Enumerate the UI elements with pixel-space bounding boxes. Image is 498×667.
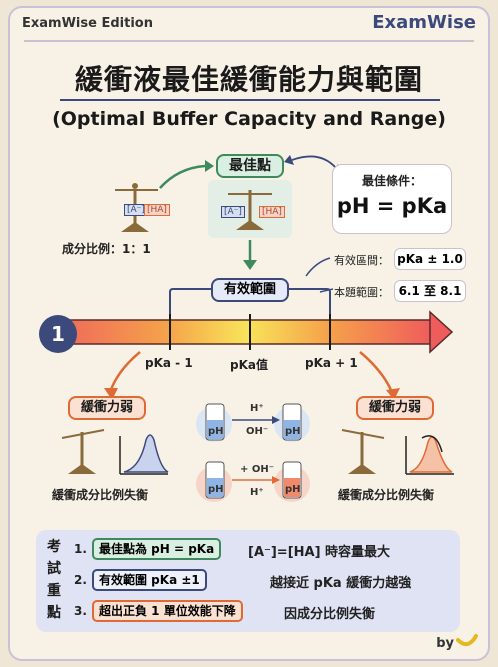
scale-label-acid: [HA] (144, 204, 170, 216)
weak-left-label: 緩衝力弱 (68, 396, 146, 420)
key-point-1-desc: [A⁻]=[HA] 時容量最大 (248, 545, 391, 560)
key-point-2-desc: 越接近 pKa 緩衝力越強 (270, 576, 412, 591)
beaker-ph-bottom-left: pH (208, 484, 224, 495)
scale-marker: 1 (39, 315, 77, 353)
key-point-3-number: 3. (74, 604, 87, 618)
page-title: 緩衝液最佳緩衝能力與範圍 (74, 63, 423, 96)
beaker-icon-top-right (282, 403, 302, 441)
this-range-value: 6.1 至 8.1 (394, 280, 466, 302)
this-range-label: 本題範圍： (334, 286, 389, 299)
beaker-ph-top-left: pH (208, 426, 224, 437)
page-subtitle: (Optimal Buffer Capacity and Range) (52, 108, 446, 130)
effective-interval-value: pKa ± 1.0 (394, 248, 466, 270)
scale-label-acid-base: [A⁻] (124, 204, 148, 216)
key-point-1-tag: 最佳點為 pH = pKa (92, 538, 222, 560)
header-divider (24, 40, 474, 42)
left-capacity-curve (123, 434, 169, 473)
ph-scale-bar (61, 319, 433, 345)
condition-box (332, 164, 452, 234)
edition-label: ExamWise Edition (22, 16, 153, 31)
banana-logo-icon (456, 634, 478, 647)
best-point-label: 最佳點 (216, 154, 284, 178)
key-point-1-number: 1. (74, 542, 87, 556)
tick-label-center: pKa值 (230, 358, 268, 372)
condition-label: 最佳條件： (361, 174, 422, 188)
top-add-label: H⁺ (250, 403, 264, 414)
best-scale-icon (228, 190, 272, 230)
to-best-arrow (159, 164, 206, 189)
beaker-icon-top-left (205, 403, 225, 441)
tick-label-upper: pKa + 1 (305, 356, 358, 370)
scale-arrowhead (429, 310, 454, 354)
best-scale-label-acid: [HA] (259, 206, 285, 218)
bottom-add-label: + OH⁻ (240, 464, 275, 475)
key-point-3-tag: 超出正負 1 單位效能下降 (92, 600, 243, 622)
right-capacity-curve (409, 436, 453, 473)
beaker-ph-bottom-right: pH (285, 484, 301, 495)
title-underline (60, 99, 440, 101)
top-remove-label: OH⁻ (246, 426, 269, 437)
left-weak-arrow (108, 351, 141, 393)
bottom-remove-label: H⁺ (250, 487, 264, 498)
right-weak-arrow (359, 351, 394, 393)
effective-range-pill: 有效範圍 (211, 278, 289, 302)
tick-label-lower: pKa - 1 (145, 356, 193, 370)
imbalance-left-caption: 緩衝成分比例失衡 (52, 488, 149, 502)
effective-interval-label: 有效區間： (334, 254, 389, 267)
beaker-icon-bottom-left (205, 461, 225, 499)
ratio-label: 成分比例：1：1 (62, 242, 151, 256)
left-imbalanced-scale-icon (61, 429, 105, 474)
byline: by (436, 636, 454, 651)
beaker-ph-top-right: pH (285, 426, 301, 437)
weak-right-label: 緩衝力弱 (356, 396, 434, 420)
key-point-2-number: 2. (74, 573, 87, 587)
best-condition-arrow (291, 155, 337, 169)
imbalance-right-caption: 緩衝成分比例失衡 (338, 488, 435, 502)
brand-name: ExamWise (372, 12, 476, 33)
best-scale-label-acid-base: [A⁻] (221, 206, 245, 218)
condition-equation: pH = pKa (336, 194, 448, 218)
right-imbalanced-scale-icon (341, 429, 385, 474)
key-point-2-tag: 有效範圍 pKa ±1 (92, 569, 207, 591)
beaker-icon-bottom-right (282, 461, 302, 499)
key-points-heading: 考試重點 (47, 539, 61, 621)
key-point-3-desc: 因成分比例失衡 (284, 607, 376, 622)
